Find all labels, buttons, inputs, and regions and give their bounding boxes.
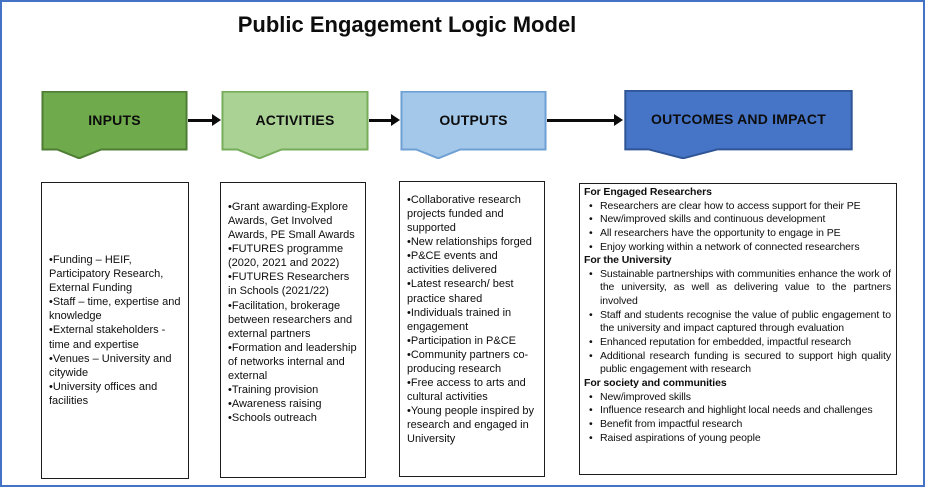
bullet-glyph: • bbox=[589, 240, 593, 253]
list-item: •Facilitation, brokerage between researc… bbox=[228, 299, 353, 340]
list-item: •Training provision bbox=[228, 384, 319, 397]
list-item: • Sustainable partnerships with communit… bbox=[584, 268, 891, 309]
list-item-text: New/improved skills bbox=[600, 390, 691, 403]
list-item: •Grant awarding-Explore Awards, Get Invo… bbox=[228, 201, 355, 242]
arrow-shaft bbox=[547, 119, 615, 122]
list-item-text: Raised aspirations of young people bbox=[600, 431, 761, 444]
bullet-glyph: • bbox=[589, 349, 593, 362]
banner-activities-label: ACTIVITIES bbox=[255, 111, 335, 128]
section-header: For Engaged Researchers bbox=[584, 186, 712, 198]
list-item: •Schools outreach bbox=[228, 412, 317, 425]
list-item: •Young people inspired by research and e… bbox=[407, 405, 534, 446]
bullet-glyph: • bbox=[589, 417, 593, 430]
banner-shape bbox=[221, 91, 369, 159]
arrow-head-icon bbox=[391, 114, 400, 126]
list-item: •Funding – HEIF, Participatory Research,… bbox=[49, 254, 164, 295]
banner-shape bbox=[400, 91, 547, 159]
list-item: •Staff – time, expertise and knowledge bbox=[49, 296, 181, 323]
list-item: • Benefit from impactful research bbox=[584, 418, 891, 432]
arrow-head-icon bbox=[212, 114, 221, 126]
list-item: •Awareness raising bbox=[228, 398, 322, 411]
arrow-shaft bbox=[369, 119, 392, 122]
banner-polygon bbox=[625, 91, 851, 159]
list-item: •Individuals trained in engagement bbox=[407, 306, 512, 333]
banner-outputs-label: OUTPUTS bbox=[439, 111, 508, 128]
banner-inputs-label: INPUTS bbox=[88, 111, 141, 128]
section-header: For the University bbox=[584, 254, 672, 267]
arrow-right-icon bbox=[188, 114, 221, 126]
inputs-box: •Funding – HEIF, Participatory Research,… bbox=[41, 182, 189, 479]
list-item-text: Influence research and highlight local n… bbox=[600, 404, 873, 417]
list-item: •University offices and facilities bbox=[49, 380, 158, 407]
list-item: • New/improved skills bbox=[584, 391, 891, 405]
bullet-glyph: • bbox=[589, 390, 593, 403]
list-item-text: New/improved skills and continuous devel… bbox=[600, 213, 826, 226]
list-item: • Influence research and highlight local… bbox=[584, 404, 891, 418]
bullet-glyph: • bbox=[589, 226, 593, 239]
banner-outcomes: OUTCOMES AND IMPACT bbox=[623, 90, 854, 159]
list-item-text: Researchers are clear how to access supp… bbox=[600, 199, 861, 212]
list-item: •Collaborative research projects funded … bbox=[407, 194, 521, 235]
bullet-glyph: • bbox=[589, 213, 593, 226]
bullet-glyph: • bbox=[589, 336, 593, 349]
list-item: •FUTURES programme (2020, 2021 and 2022) bbox=[228, 243, 344, 270]
list-item: •FUTURES Researchers in Schools (2021/22… bbox=[228, 271, 350, 298]
bullet-glyph: • bbox=[589, 431, 593, 444]
banner-polygon bbox=[222, 92, 367, 159]
list-item-text: Additional research funding is secured t… bbox=[600, 349, 891, 376]
list-item: • All researchers have the opportunity t… bbox=[584, 227, 891, 241]
activities-box: •Grant awarding-Explore Awards, Get Invo… bbox=[220, 182, 366, 478]
list-item: •P&CE events and activities delivered bbox=[407, 250, 498, 277]
bullet-glyph: • bbox=[589, 308, 593, 321]
list-item-text: All researchers have the opportunity to … bbox=[600, 226, 841, 239]
list-item: •Free access to arts and cultural activi… bbox=[407, 377, 526, 404]
outputs-box: •Collaborative research projects funded … bbox=[399, 181, 545, 477]
list-item: • Raised aspirations of young people bbox=[584, 432, 891, 446]
list-item-text: Enjoy working within a network of connec… bbox=[600, 240, 860, 253]
list-item: • Enhanced reputation for embedded, impa… bbox=[584, 336, 891, 350]
list-item: • Additional research funding is secured… bbox=[584, 350, 891, 377]
banner-activities: ACTIVITIES bbox=[221, 91, 369, 159]
banner-inputs: INPUTS bbox=[41, 91, 188, 159]
banner-outputs: OUTPUTS bbox=[400, 91, 547, 159]
list-item: • Enjoy working within a network of conn… bbox=[584, 241, 891, 255]
banner-outcomes-label: OUTCOMES AND IMPACT bbox=[651, 111, 826, 127]
list-item: •New relationships forged bbox=[407, 236, 532, 249]
list-item: •Participation in P&CE bbox=[407, 334, 517, 347]
outcomes-box: For Engaged Researchers • Researchers ar… bbox=[579, 183, 897, 475]
list-item-text: Benefit from impactful research bbox=[600, 417, 743, 430]
arrow-head-icon bbox=[614, 114, 623, 126]
arrow-shaft bbox=[188, 119, 213, 122]
section-header: For society and communities bbox=[584, 376, 727, 389]
list-item: •External stakeholders - time and expert… bbox=[49, 324, 166, 351]
banner-polygon bbox=[401, 92, 545, 159]
list-item-text: Enhanced reputation for embedded, impact… bbox=[600, 336, 852, 349]
list-item: •Community partners co-producing researc… bbox=[407, 348, 529, 375]
bullet-glyph: • bbox=[589, 199, 593, 212]
list-item: •Venues – University and citywide bbox=[49, 352, 172, 379]
list-item: • New/improved skills and continuous dev… bbox=[584, 213, 891, 227]
list-item-text: Staff and students recognise the value o… bbox=[600, 308, 891, 335]
list-item: • Researchers are clear how to access su… bbox=[584, 200, 891, 214]
list-item: •Latest research/ best practice shared bbox=[407, 278, 514, 305]
arrow-right-icon bbox=[547, 114, 623, 126]
list-item-text: Sustainable partnerships with communitie… bbox=[600, 267, 891, 308]
banner-polygon bbox=[42, 92, 186, 159]
page-title: Public Engagement Logic Model bbox=[237, 12, 577, 37]
banner-shape bbox=[41, 91, 188, 159]
banner-shape bbox=[623, 90, 854, 159]
list-item: •Formation and leadership of networks in… bbox=[228, 341, 357, 382]
arrow-right-icon bbox=[369, 114, 400, 126]
bullet-glyph: • bbox=[589, 267, 593, 280]
bullet-glyph: • bbox=[589, 404, 593, 417]
list-item: • Staff and students recognise the value… bbox=[584, 309, 891, 336]
